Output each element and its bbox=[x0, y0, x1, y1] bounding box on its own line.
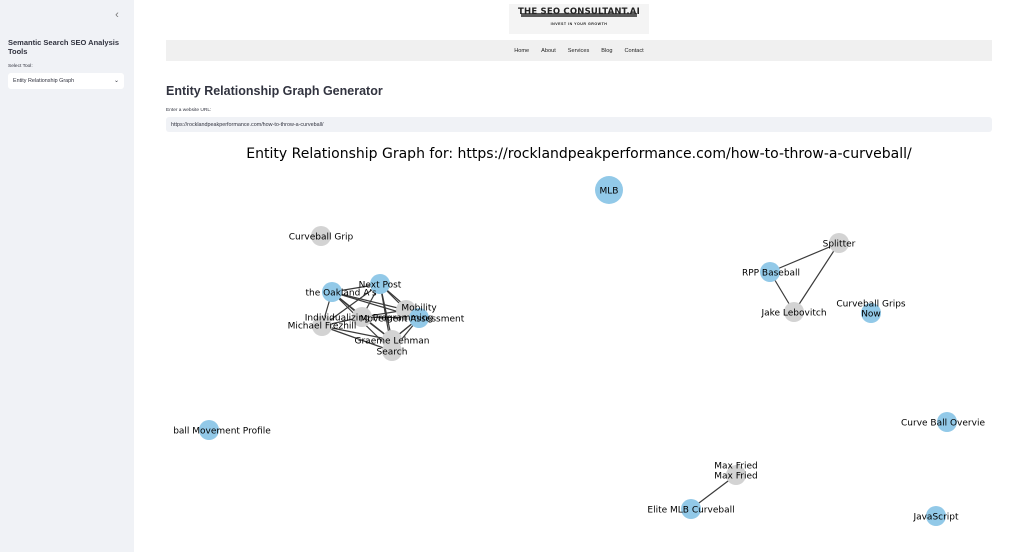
graph-edge bbox=[321, 291, 333, 327]
graph-edge bbox=[379, 283, 407, 311]
nav-contact[interactable]: Contact bbox=[624, 47, 644, 54]
graph-node-label-oakland: the Oakland A's bbox=[305, 289, 376, 299]
graph-node-label-ball-movement: ball Movement Profile bbox=[173, 427, 271, 437]
graph-edge bbox=[331, 291, 393, 341]
graph-node-mobility bbox=[396, 300, 416, 320]
graph-edges bbox=[321, 242, 840, 510]
graph-node-curveball-grip bbox=[311, 226, 331, 246]
graph-edge bbox=[331, 291, 393, 352]
graph-edge bbox=[793, 242, 840, 313]
graph-node-label-search: Search bbox=[377, 348, 408, 358]
graph-node-next-post bbox=[370, 274, 390, 294]
graph-node-individualizing bbox=[352, 307, 372, 327]
graph-node-max-fried bbox=[726, 465, 746, 485]
graph-node-michael-frezhill bbox=[312, 316, 332, 336]
graph-edge bbox=[361, 309, 407, 318]
graph-node-label-movement-assessment: Movement Assessment bbox=[360, 315, 465, 325]
tool-select[interactable]: Entity Relationship Graph ⌄ bbox=[8, 73, 124, 89]
sidebar: ‹ Semantic Search SEO Analysis Tools Sel… bbox=[0, 0, 134, 552]
graph-node-splitter bbox=[829, 233, 849, 253]
graph-node-label-curve-ball-overview: Curve Ball Overvie bbox=[901, 419, 985, 429]
graph-node-oakland bbox=[322, 282, 342, 302]
graph-node-label-graeme-lehman: Graeme Lehman bbox=[355, 337, 430, 347]
nav-services[interactable]: Services bbox=[567, 47, 590, 54]
graph-edge bbox=[331, 283, 381, 293]
chevron-down-icon: ⌄ bbox=[113, 78, 119, 84]
nav-home[interactable]: Home bbox=[514, 47, 530, 54]
graph-nodes bbox=[199, 176, 957, 526]
graph-edge bbox=[361, 316, 420, 319]
graph-node-label-jake-lebovitch: Jake Lebovitch bbox=[760, 309, 826, 319]
graph-node-label-javascript: JavaScript bbox=[912, 513, 959, 523]
graph-node-rpp-baseball bbox=[760, 262, 780, 282]
graph-edge bbox=[379, 283, 420, 319]
chevron-left-icon: ‹ bbox=[115, 9, 119, 21]
graph-edge bbox=[361, 316, 393, 341]
graph-node-curveball-grips-now bbox=[861, 303, 881, 323]
graph-edge bbox=[379, 283, 393, 352]
graph-node-mlb bbox=[595, 176, 623, 204]
graph-edge bbox=[379, 283, 393, 341]
graph-edge bbox=[391, 317, 420, 341]
graph-edge bbox=[321, 325, 393, 352]
graph-edge bbox=[690, 474, 737, 510]
graph-node-label-splitter: Splitter bbox=[823, 240, 856, 250]
logo-tagline: INVEST IN YOUR GROWTH bbox=[550, 22, 608, 26]
graph-edge bbox=[769, 242, 840, 273]
logo-strike-line bbox=[521, 13, 637, 17]
graph-node-search bbox=[382, 341, 402, 361]
graph-title: Entity Relationship Graph for: https://r… bbox=[246, 146, 912, 162]
logo-title: THE SEO CONSULTANT.AI bbox=[518, 7, 640, 17]
collapse-sidebar-button[interactable]: ‹ bbox=[110, 8, 124, 22]
graph-node-ball-movement bbox=[199, 420, 219, 440]
sidebar-title: Semantic Search SEO Analysis Tools bbox=[8, 38, 120, 56]
nav-about[interactable]: About bbox=[541, 47, 556, 54]
tool-select-value: Entity Relationship Graph bbox=[13, 78, 75, 84]
graph-edge bbox=[391, 317, 420, 352]
url-input[interactable] bbox=[166, 117, 992, 132]
page-title: Entity Relationship Graph Generator bbox=[166, 84, 383, 98]
graph-node-jake-lebovitch bbox=[784, 302, 804, 322]
graph-node-javascript bbox=[926, 506, 946, 526]
graph-node-label-michael-frezhill: Michael Frezhill bbox=[288, 322, 357, 332]
url-label: Enter a website URL: bbox=[166, 108, 212, 113]
graph-node-label-curveball-grip: Curveball Grip bbox=[289, 233, 354, 243]
graph-edge bbox=[331, 291, 420, 319]
graph-edge bbox=[391, 317, 420, 341]
graph-node-movement-assessment bbox=[409, 308, 429, 328]
graph-edge bbox=[405, 309, 420, 319]
graph-node-label-next-post: Next Post bbox=[359, 281, 402, 291]
select-tool-label: Select Tool: bbox=[8, 64, 33, 69]
nav-blog[interactable]: Blog bbox=[601, 47, 613, 54]
graph-edge bbox=[361, 283, 381, 318]
graph-edge bbox=[321, 316, 363, 327]
graph-node-label-rpp-baseball: RPP Baseball bbox=[742, 269, 800, 279]
graph-edge bbox=[321, 325, 393, 341]
graph-node-label-elite-mlb-curveball: Elite MLB Curveball bbox=[647, 506, 734, 516]
graph-node-graeme-lehman bbox=[382, 330, 402, 350]
graph-edge bbox=[769, 271, 795, 313]
graph-node-curve-ball-overview bbox=[937, 412, 957, 432]
graph-node-label-individualizing: Individualizing Programming bbox=[305, 314, 434, 324]
graph-node-label-mobility: Mobility bbox=[401, 304, 437, 314]
graph-node-elite-mlb-curveball bbox=[681, 499, 701, 519]
graph-node-label-mlb: MLB bbox=[600, 187, 619, 197]
graph-edge bbox=[331, 291, 363, 318]
logo: THE SEO CONSULTANT.AI INVEST IN YOUR GRO… bbox=[509, 4, 649, 34]
graph-edge bbox=[321, 283, 381, 327]
graph-edge bbox=[331, 291, 407, 311]
top-nav: Home About Services Blog Contact bbox=[166, 40, 992, 61]
